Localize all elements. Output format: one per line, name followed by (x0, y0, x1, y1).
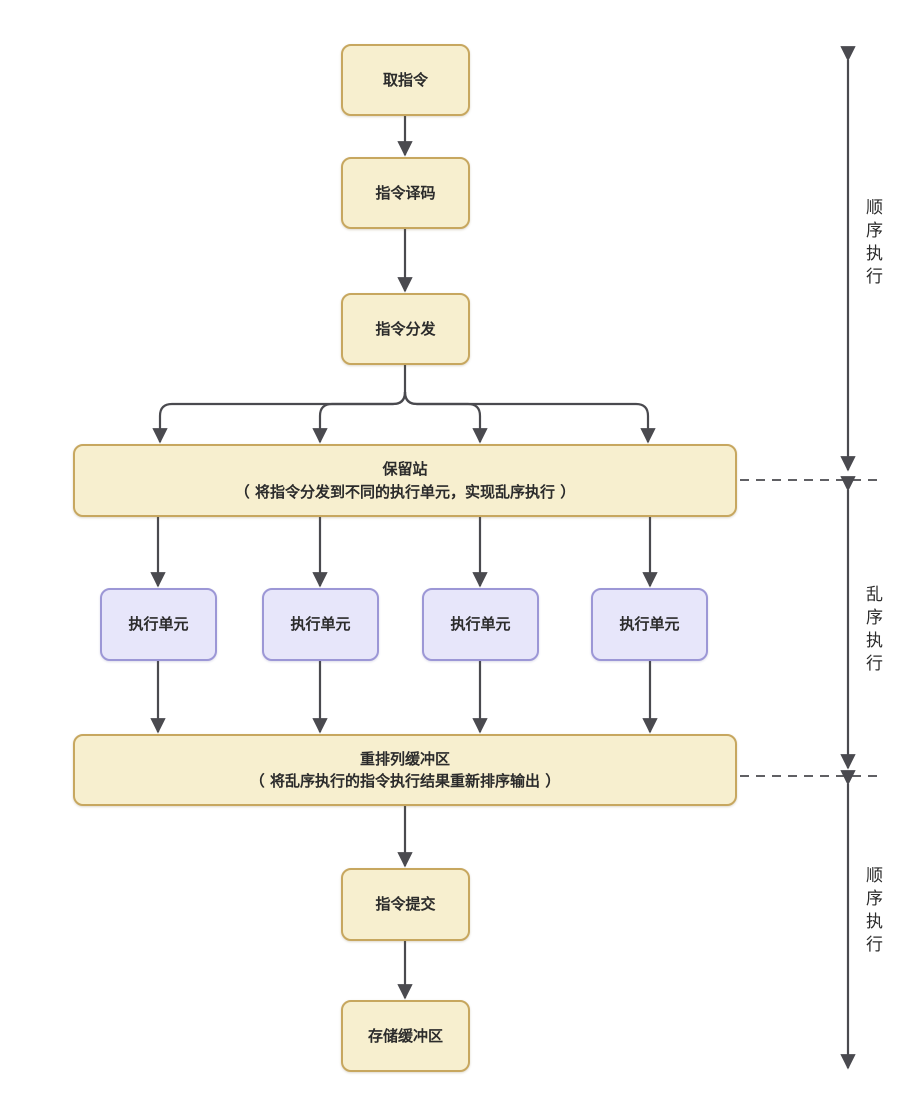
node-dispatch-label: 指令分发 (375, 319, 436, 338)
node-store-buffer-label: 存储缓冲区 (367, 1026, 443, 1045)
phase-label-out-of-order: 乱序执行 (862, 585, 882, 677)
exec-unit-label: 执行单元 (450, 615, 511, 634)
node-reservation-station: 保留站 （ 将指令分发到不同的执行单元，实现乱序执行 ） (73, 444, 737, 517)
reorder-buffer-title: 重排列缓冲区 (359, 749, 450, 768)
node-exec-unit-2: 执行单元 (262, 588, 379, 661)
reservation-station-subtitle: （ 将指令分发到不同的执行单元，实现乱序执行 ） (234, 482, 576, 501)
node-exec-unit-3: 执行单元 (422, 588, 539, 661)
node-commit-label: 指令提交 (375, 895, 436, 914)
reservation-station-title: 保留站 (382, 460, 428, 478)
arrow-dispatch-to-rs-3 (403, 391, 488, 444)
node-fetch-label: 取指令 (382, 70, 428, 89)
exec-unit-label: 执行单元 (128, 615, 189, 634)
node-decode: 指令译码 (341, 157, 470, 229)
node-exec-unit-4: 执行单元 (591, 588, 708, 661)
phase-label-sequential-bottom: 顺序执行 (862, 866, 882, 958)
node-fetch: 取指令 (341, 44, 470, 116)
node-dispatch: 指令分发 (341, 293, 470, 365)
arrow-dispatch-to-rs-4 (403, 391, 656, 444)
exec-unit-label: 执行单元 (619, 615, 680, 634)
phase-label-sequential-top: 顺序执行 (862, 198, 882, 290)
node-exec-unit-1: 执行单元 (100, 588, 217, 661)
arrow-dispatch-to-rs-2 (312, 391, 407, 444)
exec-unit-label: 执行单元 (290, 615, 351, 634)
node-decode-label: 指令译码 (375, 183, 436, 202)
reorder-buffer-subtitle: （ 将乱序执行的指令执行结果重新排序输出 ） (249, 772, 561, 790)
node-reorder-buffer: 重排列缓冲区 （ 将乱序执行的指令执行结果重新排序输出 ） (73, 734, 737, 806)
node-commit: 指令提交 (341, 868, 470, 941)
node-store-buffer: 存储缓冲区 (341, 1000, 470, 1072)
